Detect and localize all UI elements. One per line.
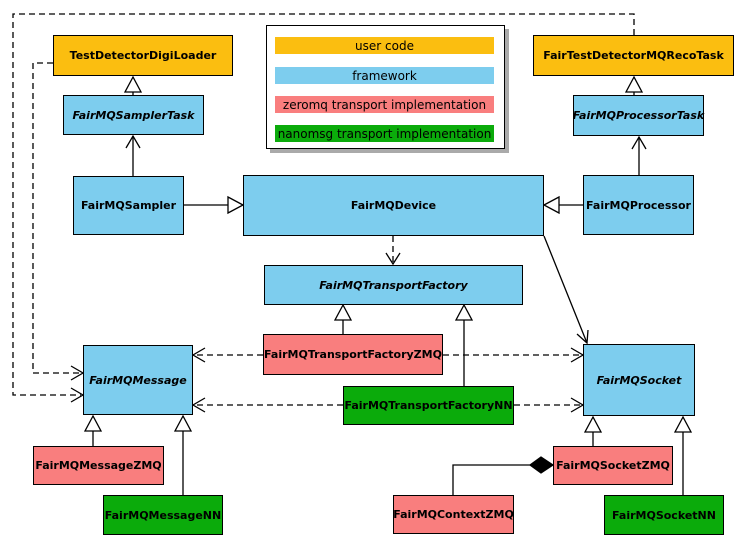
class-box-fairmqcontextzmq: FairMQContextZMQ	[393, 495, 514, 534]
generalization-arrow-messagezmq-to-message	[83, 414, 103, 446]
legend-box: user code framework zeromq transport imp…	[266, 25, 505, 149]
class-name: FairMQSocket	[596, 373, 682, 387]
association-arrow-processor-to-processortask	[631, 135, 647, 176]
legend-item-nanomsg: nanomsg transport implementation	[275, 125, 494, 142]
dependency-arrow-tfnn-to-message	[191, 397, 343, 413]
generalization-arrow-sampler-to-device	[184, 195, 245, 215]
generalization-arrow-tfzmq-to-transportfactory	[333, 303, 353, 334]
class-name: FairMQDevice	[350, 199, 437, 212]
class-name: FairMQSamplerTask	[72, 108, 195, 122]
dependency-arrow-tfnn-to-socket	[514, 397, 585, 413]
class-name: FairMQTransportFactory	[319, 278, 468, 292]
class-name: FairMQMessageNN	[104, 508, 222, 522]
legend-label-nanomsg: nanomsg transport implementation	[277, 126, 492, 141]
class-name: FairMQTransportFactoryZMQ	[264, 348, 442, 361]
class-box-fairmqsamplertask: FairMQSamplerTask	[63, 95, 204, 135]
association-arrow-sampler-to-samplertask	[125, 134, 141, 176]
association-arrow-device-to-socket	[543, 235, 589, 345]
class-name: TestDetectorDigiLoader	[69, 49, 217, 62]
class-box-fairmqmessagenn: FairMQMessageNN	[103, 495, 223, 535]
class-name: FairMQSocketNN	[612, 508, 716, 522]
legend-item-zeromq: zeromq transport implementation	[275, 96, 494, 113]
generalization-arrow-tfnn-to-transportfactory	[454, 303, 474, 386]
generalization-arrow-processor-to-device	[542, 195, 583, 215]
class-box-fairmqsocket: FairMQSocket	[583, 344, 695, 416]
legend-label-zeromq: zeromq transport implementation	[282, 97, 487, 112]
class-box-fairmqmessage: FairMQMessage	[83, 345, 193, 415]
class-name: FairMQSampler	[80, 199, 177, 212]
dependency-arrow-device-to-transportfactory	[385, 236, 401, 266]
class-name: FairTestDetectorMQRecoTask	[543, 49, 724, 62]
class-name: FairMQTransportFactoryNN	[344, 399, 513, 412]
class-box-fairmqprocessortask: FairMQProcessorTask	[573, 95, 704, 136]
class-name: FairMQMessage	[89, 373, 187, 387]
legend-label-user-code: user code	[355, 38, 414, 53]
class-name: FairMQProcessor	[586, 198, 691, 212]
dependency-arrow-tfzmq-to-message	[191, 347, 263, 363]
class-box-fairmqdevice: FairMQDevice	[243, 175, 544, 236]
generalization-arrow-samplertask-to-digiloader	[123, 75, 143, 95]
class-box-fairmqsocketnn: FairMQSocketNN	[604, 495, 724, 535]
class-box-fairmqtransportfactorynn: FairMQTransportFactoryNN	[343, 386, 514, 425]
generalization-arrow-socketzmq-to-socket	[583, 415, 603, 446]
class-name: FairMQSocketZMQ	[556, 459, 670, 472]
class-box-fairtestdetectormqrecotask: FairTestDetectorMQRecoTask	[533, 35, 734, 76]
generalization-arrow-socketnn-to-socket	[673, 415, 693, 495]
legend-item-framework: framework	[275, 67, 494, 84]
class-box-fairmqsocketzmq: FairMQSocketZMQ	[553, 446, 673, 485]
class-box-fairmqsampler: FairMQSampler	[73, 176, 184, 235]
class-name: FairMQProcessorTask	[572, 109, 705, 122]
class-name: FairMQContextZMQ	[393, 508, 514, 521]
legend-item-user-code: user code	[275, 37, 494, 54]
class-box-fairmqprocessor: FairMQProcessor	[583, 175, 694, 235]
class-box-testdetectordigiloader: TestDetectorDigiLoader	[53, 35, 233, 76]
generalization-arrow-messagenn-to-message	[173, 414, 193, 495]
composition-link-contextzmq-to-socketzmq	[452, 456, 555, 495]
class-box-fairmqtransportfactory: FairMQTransportFactory	[264, 265, 523, 305]
legend-label-framework: framework	[352, 68, 417, 83]
class-box-fairmqmessagezmq: FairMQMessageZMQ	[33, 446, 164, 485]
class-box-fairmqtransportfactoryzmq: FairMQTransportFactoryZMQ	[263, 334, 443, 375]
class-name: FairMQMessageZMQ	[35, 459, 162, 472]
generalization-arrow-processortask-to-recotask	[624, 75, 644, 95]
